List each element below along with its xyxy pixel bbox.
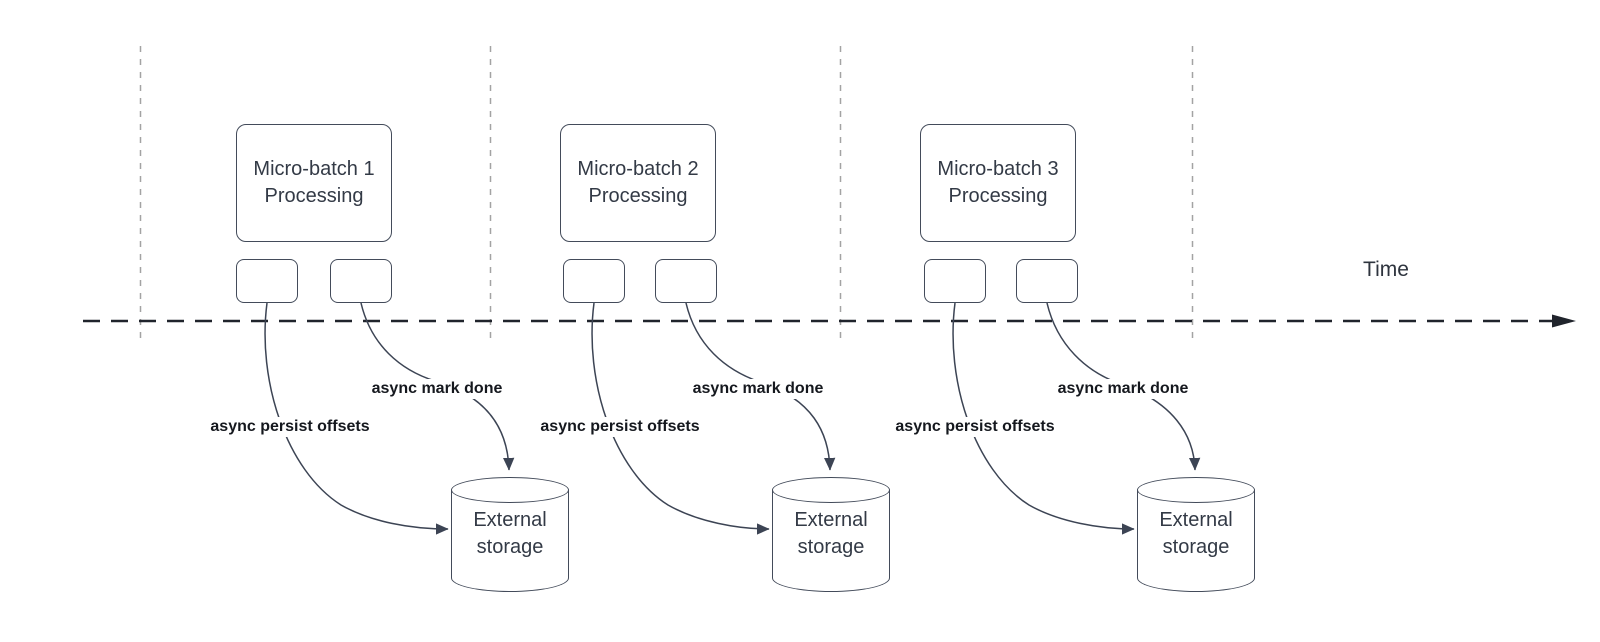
micro-batch-box: Micro-batch 1 Processing bbox=[236, 124, 392, 242]
external-storage-label: External storage bbox=[794, 509, 868, 558]
offset-task-box bbox=[924, 259, 986, 303]
mark-done-label: async mark done bbox=[1053, 379, 1193, 399]
external-storage-cylinder: External storage bbox=[451, 477, 569, 593]
persist-offsets-arrow-2 bbox=[591, 302, 770, 535]
external-storage-label: External storage bbox=[1159, 509, 1233, 558]
micro-batch-box: Micro-batch 2 Processing bbox=[560, 124, 716, 242]
persist-offsets-label: async persist offsets bbox=[206, 417, 374, 437]
persist-offsets-arrow-3 bbox=[952, 302, 1135, 535]
time-axis-label: Time bbox=[1363, 258, 1409, 281]
time-axis-arrowhead bbox=[1552, 314, 1576, 328]
persist-offsets-label: async persist offsets bbox=[891, 417, 1059, 437]
cylinder-top-ellipse bbox=[772, 477, 890, 503]
cylinder-top-ellipse bbox=[1137, 477, 1255, 503]
cylinder-body bbox=[1137, 490, 1255, 592]
mark-done-label: async mark done bbox=[367, 379, 507, 399]
external-storage-cylinder: External storage bbox=[772, 477, 890, 593]
external-storage-label: External storage bbox=[473, 509, 547, 558]
offset-task-box bbox=[563, 259, 625, 303]
cylinder-body bbox=[772, 490, 890, 592]
micro-batch-label: Micro-batch 3 Processing bbox=[937, 158, 1059, 207]
commit-task-box bbox=[655, 259, 717, 303]
micro-batch-label: Micro-batch 1 Processing bbox=[253, 158, 375, 207]
persist-offsets-label: async persist offsets bbox=[536, 417, 704, 437]
commit-task-box bbox=[1016, 259, 1078, 303]
persist-offsets-arrow-1 bbox=[264, 302, 449, 535]
micro-batch-label: Micro-batch 2 Processing bbox=[577, 158, 699, 207]
mark-done-label: async mark done bbox=[688, 379, 828, 399]
commit-task-box bbox=[330, 259, 392, 303]
offset-task-box bbox=[236, 259, 298, 303]
cylinder-top-ellipse bbox=[451, 477, 569, 503]
cylinder-body bbox=[451, 490, 569, 592]
external-storage-cylinder: External storage bbox=[1137, 477, 1255, 593]
micro-batch-box: Micro-batch 3 Processing bbox=[920, 124, 1076, 242]
